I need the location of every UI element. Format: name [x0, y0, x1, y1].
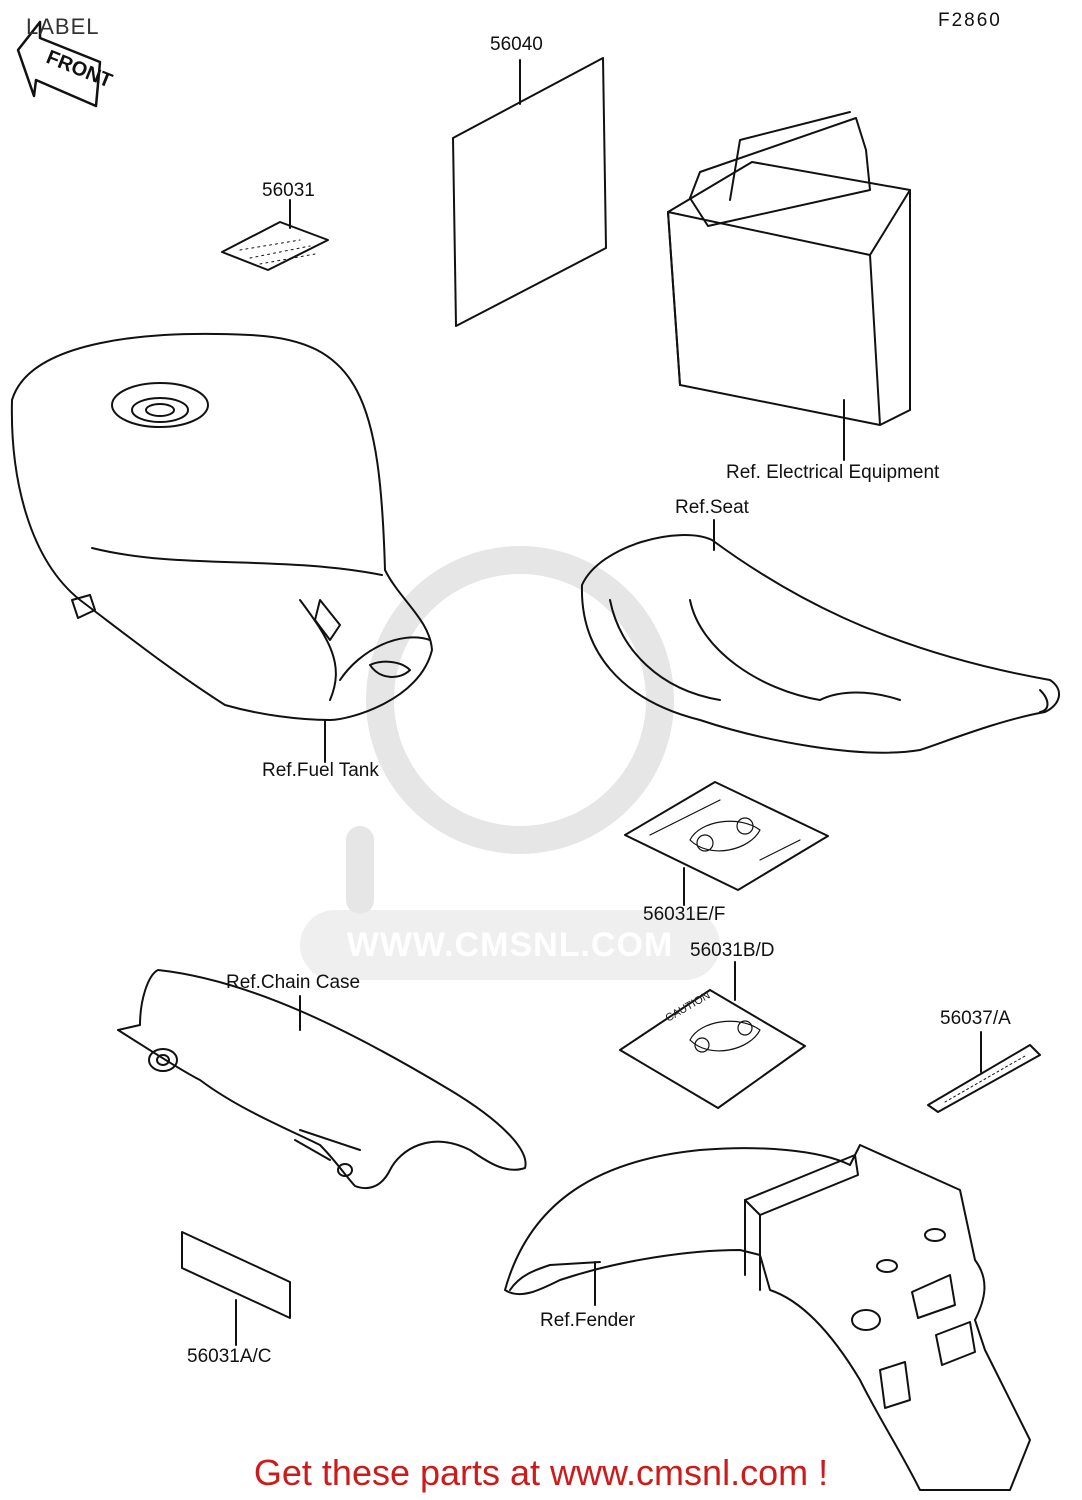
- callout-56037A: 56037/A: [940, 1008, 1011, 1029]
- callout-56040: 56040: [490, 34, 543, 55]
- callout-fender: Ref.Fender: [540, 1310, 636, 1331]
- callout-56031AC: 56031A/C: [187, 1346, 272, 1367]
- rear-fender-drawing: [504, 1144, 1031, 1491]
- callout-fuel-tank: Ref.Fuel Tank: [262, 760, 379, 781]
- label-56031EF-decal: [624, 781, 829, 906]
- callout-seat: Ref.Seat: [675, 497, 749, 518]
- figure-code: F2860: [938, 10, 1002, 31]
- callout-56031BD: 56031B/D: [690, 940, 775, 961]
- seat-drawing: [580, 519, 1060, 754]
- callout-chain-case: Ref.Chain Case: [226, 972, 361, 993]
- battery-drawing: [667, 111, 911, 461]
- page-title: LABEL: [26, 14, 100, 39]
- label-56031BD-decal: [619, 961, 806, 1109]
- front-arrow-icon: [16, 20, 102, 108]
- callout-56031: 56031: [262, 180, 315, 201]
- label-56031-decal: [221, 199, 329, 271]
- fuel-tank-drawing: [10, 332, 433, 763]
- watermark-logo: [346, 546, 674, 914]
- label-56040-sheet: [452, 57, 607, 327]
- label-56031AC-decal: [181, 1231, 291, 1346]
- callout-56031EF: 56031E/F: [643, 904, 726, 925]
- label-56037A-strip: [927, 1031, 1041, 1113]
- watermark-banner: WWW.CMSNL.COM: [300, 910, 720, 980]
- callout-electrical-equipment: Ref. Electrical Equipment: [726, 462, 940, 483]
- footer-cta-link[interactable]: Get these parts at www.cmsnl.com !: [253, 1452, 829, 1493]
- caution-decal-text: CAUTION: [664, 989, 713, 1024]
- chain-case-drawing: [117, 969, 527, 1189]
